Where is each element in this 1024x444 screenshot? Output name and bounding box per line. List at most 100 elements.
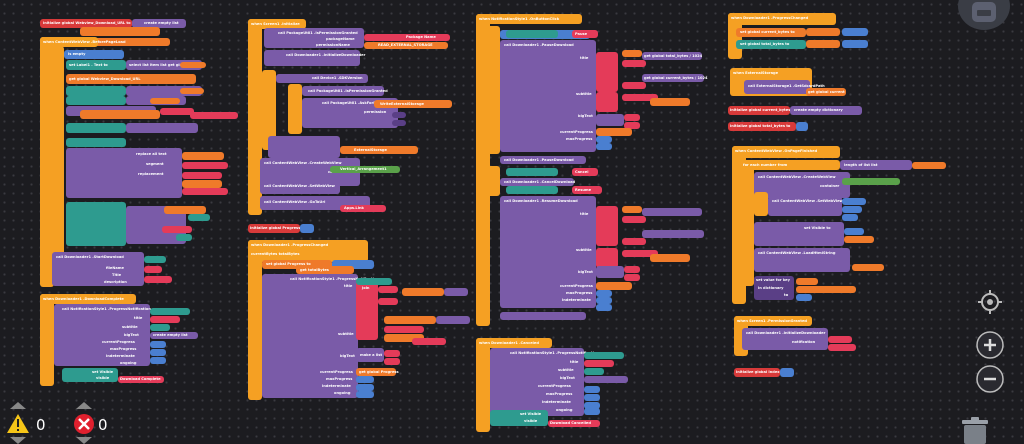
bool-block[interactable] [584,402,600,409]
get-total-block[interactable]: get totalBytes [296,266,354,274]
get-progress-block[interactable]: get global Progress [356,368,399,376]
create-empty-list-block[interactable]: create empty list [150,332,198,339]
text-block[interactable] [182,172,222,179]
text-block[interactable]: Package Name [364,34,450,41]
text-block[interactable] [182,188,228,195]
set-visible-block[interactable]: set Visible visible [62,368,118,382]
bool-block[interactable] [842,198,866,205]
text-block[interactable] [828,336,852,343]
text-block[interactable] [624,266,640,273]
is-empty-block[interactable]: is empty [64,50,124,59]
number-block[interactable] [596,290,612,297]
get-global-block[interactable]: get global current [806,88,846,96]
event-header[interactable]: when NotificationStyle1 .OnButtonClick [476,14,582,24]
select-list-block[interactable] [126,86,202,96]
set-dict-value-block[interactable]: set value for key in dictionary to [754,276,794,300]
text-block[interactable] [190,112,238,119]
bool-block[interactable] [596,143,612,150]
zoom-in-button[interactable] [975,330,1005,360]
progress-notification-block[interactable]: call NotificationStyle1 .ProgressNotific… [490,348,599,416]
else-block[interactable] [50,200,64,250]
get-global-block[interactable] [164,206,206,214]
load-html-block[interactable]: call ContentWebView .LoadHtmlString [754,248,850,272]
get-global-block[interactable] [182,180,222,188]
text-block-teal[interactable] [176,234,192,241]
event-canceled[interactable] [476,338,490,432]
number-block[interactable] [150,349,166,356]
get-url-block[interactable] [150,98,180,104]
total-bytes-block[interactable] [642,208,702,216]
text-block[interactable] [162,226,192,233]
event-header[interactable]: when Downloader1 .DownloadComplete [40,294,136,304]
get-global-block[interactable] [912,162,946,169]
text-block[interactable]: Download Complete [118,376,164,383]
text-block-teal[interactable] [584,368,604,375]
get-progress-block[interactable] [384,334,424,342]
event-header[interactable]: when Screen1 .PermissionGranted [734,316,812,326]
math-block[interactable] [332,260,374,269]
text-block[interactable] [622,250,658,257]
cancel-download-block[interactable]: call Downloader1 .CancelDownload [500,178,575,186]
bool-block[interactable] [356,384,374,391]
number-block[interactable] [842,28,868,36]
get-global-block[interactable] [622,206,642,213]
global-var-block[interactable] [80,27,160,36]
event-header[interactable]: when Screen1 .Initialize [248,19,306,29]
if-block[interactable] [50,96,64,132]
event-screen-initialize[interactable] [248,19,262,215]
permission-check-block[interactable]: call PackageUtil1 .IsPermissionGranted [302,86,388,96]
start-download-block[interactable]: call Downloader1 .StartDownload fileName… [52,252,144,286]
get-global-block[interactable] [80,110,160,119]
if-block[interactable] [486,26,500,154]
number-block[interactable] [780,368,794,377]
bool-block[interactable] [150,357,166,364]
vertical-arrangement-block[interactable]: Vertical_Arrangement1 [330,166,400,173]
init-global-index[interactable]: initialize global Index to [734,368,785,377]
pause-download-block[interactable]: call Downloader1 .PauseDownload title su… [500,40,596,152]
trash-button[interactable] [958,416,992,444]
math-block[interactable] [444,288,468,296]
text-block[interactable] [624,274,640,281]
init-downloader-block[interactable]: call Downloader1 .InitializeDownloader [264,50,365,66]
backpack-button[interactable] [956,0,1012,30]
get-progress-block[interactable] [650,254,690,262]
resume-text-block[interactable]: Resume [572,186,602,194]
recenter-button[interactable] [976,288,1004,316]
get-global-block[interactable] [852,264,884,271]
set-label-block[interactable] [66,202,126,246]
text-block[interactable] [150,316,180,323]
vertical-arrangement-block[interactable] [842,178,900,185]
make-list-block[interactable]: make a list [356,348,384,362]
join-block[interactable] [596,52,618,92]
get-progress-block[interactable] [650,98,690,106]
text-block[interactable] [144,276,172,283]
event-progress-changed[interactable] [248,240,262,400]
number-block[interactable] [300,224,314,233]
init-global-total-bytes[interactable]: initialize global total_bytes to [728,122,796,131]
ask-permission-block[interactable] [268,136,340,158]
get-global-block[interactable] [844,236,874,243]
text-block[interactable] [622,82,646,89]
set-current-bytes[interactable]: set global current_bytes to [736,28,806,37]
text-block[interactable] [624,122,640,129]
text-block-teal[interactable] [506,186,558,194]
event-header[interactable]: when ContentWebView .OnPageFinished [732,146,840,158]
number-block[interactable] [796,122,808,131]
event-header[interactable]: when Downloader1 .ProgressChanged [728,13,836,25]
resume-download-call[interactable] [500,312,586,320]
number-block[interactable] [844,228,864,235]
errors-toggle[interactable]: 0 [72,402,116,444]
text-block[interactable] [160,108,194,115]
get-global-block[interactable] [796,278,818,285]
get-url-block[interactable] [180,62,206,68]
text-block[interactable] [412,338,446,345]
text-block[interactable] [828,344,856,351]
write-storage-block[interactable]: WriteExternalStorage [374,100,452,108]
get-progress-block[interactable] [596,128,632,136]
get-url-block[interactable] [180,88,204,94]
text-block[interactable] [624,114,640,121]
number-block[interactable] [584,386,600,393]
set-webview-block[interactable]: call ContentWebView .SetWebView [260,180,340,194]
init-global-progress[interactable]: initialize global Progress to [248,224,306,233]
join-block[interactable] [596,248,618,268]
